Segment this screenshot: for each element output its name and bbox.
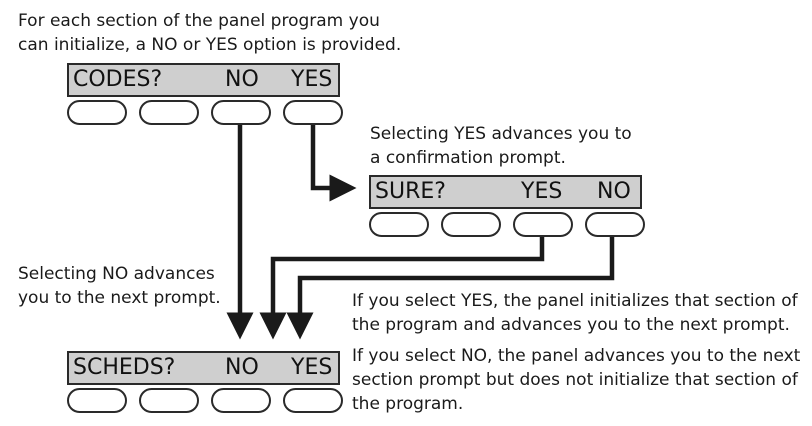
codes-yes-key[interactable]	[283, 100, 343, 125]
sure-display: SURE? YES NO	[369, 175, 642, 209]
codes-no-key[interactable]	[211, 100, 271, 125]
codes-key-2[interactable]	[139, 100, 199, 125]
sure-no-option: NO	[597, 179, 631, 204]
scheds-display: SCHEDS? NO YES	[67, 351, 340, 385]
intro-caption: For each section of the panel program yo…	[18, 11, 402, 55]
sure-yes-option: YES	[521, 179, 563, 204]
codes-key-1[interactable]	[67, 100, 127, 125]
yes-advances-caption: Selecting YES advances you to a confirma…	[370, 124, 632, 168]
sure-key-1[interactable]	[369, 212, 429, 237]
scheds-no-key[interactable]	[211, 388, 271, 413]
sure-no-key[interactable]	[585, 212, 645, 237]
sure-prompt-label: SURE?	[375, 179, 446, 204]
sure-yes-key[interactable]	[513, 212, 573, 237]
if-yes-caption: If you select YES, the panel initializes…	[352, 291, 798, 335]
scheds-no-option: NO	[225, 355, 259, 380]
codes-prompt-label: CODES?	[73, 67, 163, 92]
codes-no-option: NO	[225, 67, 259, 92]
codes-yes-option: YES	[291, 67, 333, 92]
sure-no-path-arrow	[286, 236, 615, 340]
scheds-yes-option: YES	[291, 355, 333, 380]
codes-display: CODES? NO YES	[67, 63, 340, 97]
no-advances-caption: Selecting NO advances you to the next pr…	[18, 264, 221, 308]
sure-key-2[interactable]	[441, 212, 501, 237]
yes-to-sure-arrow	[310, 125, 357, 202]
scheds-key-1[interactable]	[67, 388, 127, 413]
sure-yes-path-arrow	[259, 236, 545, 340]
scheds-yes-key[interactable]	[283, 388, 343, 413]
scheds-key-2[interactable]	[139, 388, 199, 413]
scheds-prompt-label: SCHEDS?	[73, 355, 176, 380]
if-no-caption: If you select NO, the panel advances you…	[352, 346, 801, 414]
